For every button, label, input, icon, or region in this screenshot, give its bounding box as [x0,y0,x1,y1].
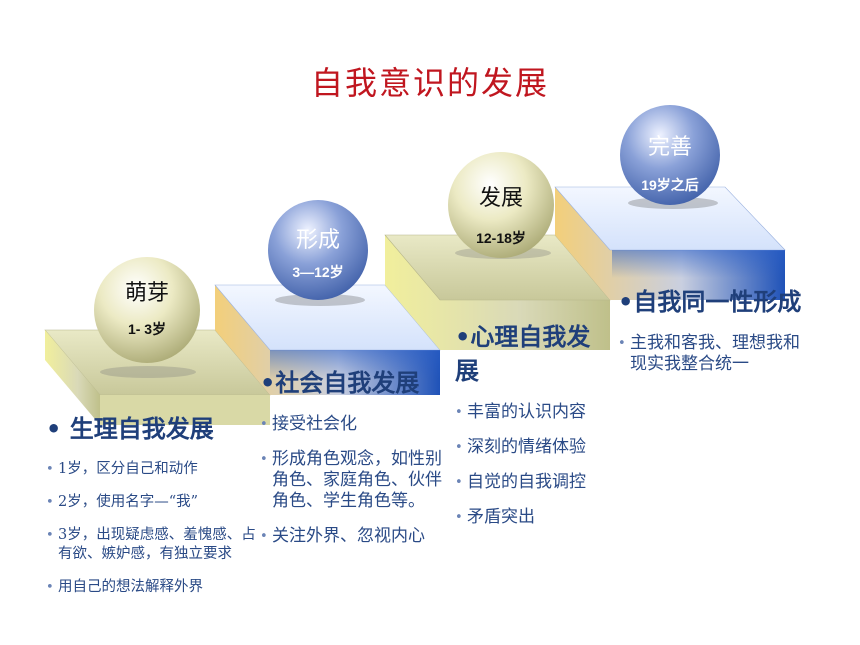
sphere-1 [94,257,200,363]
step-4-shadow [612,250,785,278]
list-item: 丰富的认识内容 [455,402,613,423]
stage-2-heading: •社会自我发展 [260,369,420,397]
stage-2-name: 形成 [295,228,340,253]
stage-3-badge: 发展 12-18岁 [448,152,554,258]
list-item: 形成角色观念，如性别角色、家庭角色、伙伴角色、学生角色等。 [260,449,446,512]
stage-2-column: •社会自我发展 接受社会化 形成角色观念，如性别角色、家庭角色、伙伴角色、学生角… [260,366,446,547]
stage-2-badge: 形成 3—12岁 [268,200,368,300]
list-item: 接受社会化 [260,414,446,435]
stage-1-column: • 生理自我发展 1岁，区分自己和动作 2岁，使用名字—“我” 3岁，出现疑虑感… [46,412,260,597]
stage-4-badge: 完善 19岁之后 [620,105,720,205]
page-title: 自我意识的发展 [310,64,549,102]
sphere-2 [268,200,368,300]
list-item: 2岁，使用名字—“我” [46,493,260,512]
list-item: 矛盾突出 [455,507,613,528]
sphere-3 [448,152,554,258]
step-2-shadow [270,350,440,380]
step-1-face [100,395,270,425]
stage-3-age: 12-18岁 [476,230,526,246]
stage-4-heading: •自我同一性形成 [618,288,802,316]
list-item: 用自己的想法解释外界 [46,578,260,597]
list-item: 3岁，出现疑虑感、羞愧感、占有欲、嫉妒感，有独立要求 [46,526,260,564]
list-item: 主我和客我、理想我和现实我整合统一 [618,333,808,375]
stage-1-list: 1岁，区分自己和动作 2岁，使用名字—“我” 3岁，出现疑虑感、羞愧感、占有欲、… [46,460,260,597]
stage-4-list: 主我和客我、理想我和现实我整合统一 [618,333,808,375]
stage-1-name: 萌芽 [124,281,169,306]
stage-4-name: 完善 [647,135,692,160]
list-item: 1岁，区分自己和动作 [46,460,260,479]
step-1-front [45,330,100,425]
stage-3-heading: •心理自我发展 [455,323,591,385]
list-item: 深刻的情绪体验 [455,437,613,458]
stage-2-age: 3—12岁 [292,264,344,280]
stage-1-badge: 萌芽 1- 3岁 [94,257,200,363]
stage-1-age: 1- 3岁 [127,321,167,337]
stage-2-list: 接受社会化 形成角色观念，如性别角色、家庭角色、伙伴角色、学生角色等。 关注外界… [260,414,446,547]
stage-3-name: 发展 [478,186,523,211]
stage-3-column: •心理自我发展 丰富的认识内容 深刻的情绪体验 自觉的自我调控 矛盾突出 [455,320,613,528]
stage-1-heading: • 生理自我发展 [46,415,214,443]
list-item: 自觉的自我调控 [455,472,613,493]
stage-4-column: •自我同一性形成 主我和客我、理想我和现实我整合统一 [618,285,808,375]
sphere-4 [620,105,720,205]
stage-4-age: 19岁之后 [641,177,699,193]
list-item: 关注外界、忽视内心 [260,526,446,547]
stage-3-list: 丰富的认识内容 深刻的情绪体验 自觉的自我调控 矛盾突出 [455,402,613,528]
